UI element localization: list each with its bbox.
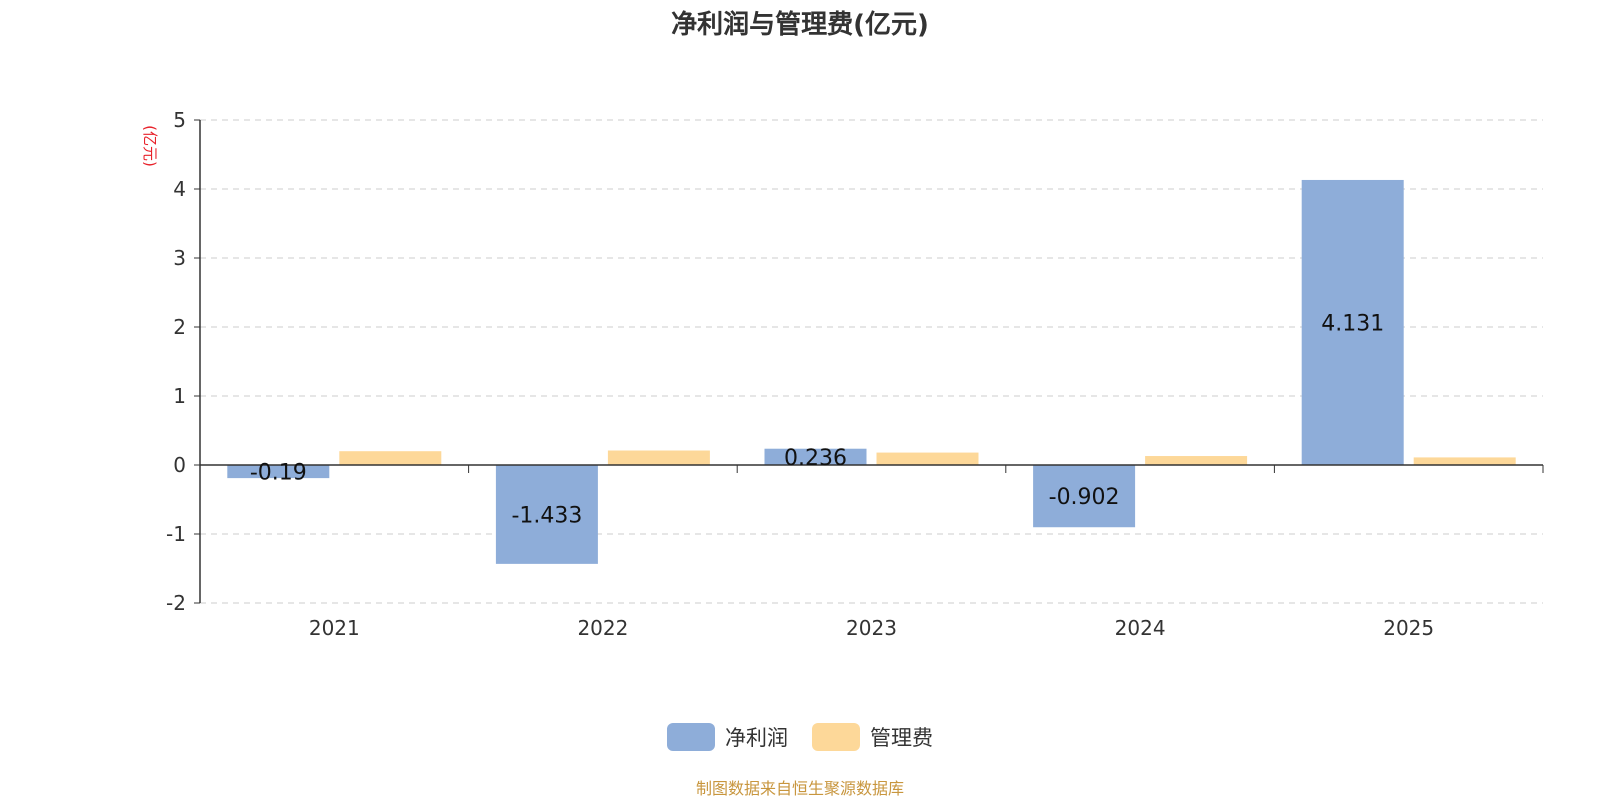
y-tick-label: 4: [173, 177, 186, 201]
legend-swatch-admin-expense: [812, 723, 860, 751]
legend: 净利润 管理费: [0, 722, 1600, 752]
y-axis-label: (亿元): [141, 125, 159, 167]
x-tick-label: 2022: [577, 616, 628, 640]
chart-title: 净利润与管理费(亿元): [671, 10, 929, 40]
data-label: -0.19: [250, 461, 307, 486]
bar-series-0: [764, 448, 867, 465]
data-label: -1.433: [511, 503, 582, 528]
bar-series-1: [1413, 457, 1516, 465]
data-label: 0.236: [784, 446, 847, 471]
bar-series-0: [1033, 465, 1136, 528]
source-note: 制图数据来自恒生聚源数据库: [695, 779, 904, 798]
y-tick-label: 3: [173, 246, 186, 270]
bar-series-0: [1301, 179, 1404, 465]
legend-swatch-net-profit: [667, 723, 715, 751]
x-tick-label: 2025: [1383, 616, 1434, 640]
bar-series-0: [227, 465, 330, 479]
bar-series-1: [339, 451, 442, 465]
bars: [227, 179, 1516, 564]
labels: -2 -1 0 1 2 3 4 5 (亿元) 2021 2022 2023 2024 2025 -0.19 -…: [141, 108, 1434, 640]
bar-series-1: [607, 450, 710, 465]
y-tick-label: 5: [173, 108, 186, 132]
x-tick-label: 2021: [309, 616, 360, 640]
grid-lines: [200, 119, 1543, 604]
bar-series-1: [1145, 456, 1248, 465]
x-tick-label: 2023: [846, 616, 897, 640]
bar-series-0: [495, 465, 598, 564]
y-tick-label: 2: [173, 315, 186, 339]
y-tick-label: -2: [166, 591, 186, 615]
legend-item-net-profit[interactable]: 净利润: [667, 722, 788, 752]
legend-label-admin-expense: 管理费: [870, 726, 933, 750]
y-tick-label: 1: [173, 384, 186, 408]
data-label: -0.902: [1049, 485, 1120, 510]
legend-item-admin-expense[interactable]: 管理费: [812, 722, 933, 752]
x-tick-label: 2024: [1115, 616, 1166, 640]
y-tick-label: -1: [166, 522, 186, 546]
data-label: 4.131: [1321, 311, 1384, 336]
axes: [194, 119, 1544, 604]
legend-label-net-profit: 净利润: [725, 726, 788, 750]
y-tick-label: 0: [173, 453, 186, 477]
bar-series-1: [876, 452, 979, 465]
